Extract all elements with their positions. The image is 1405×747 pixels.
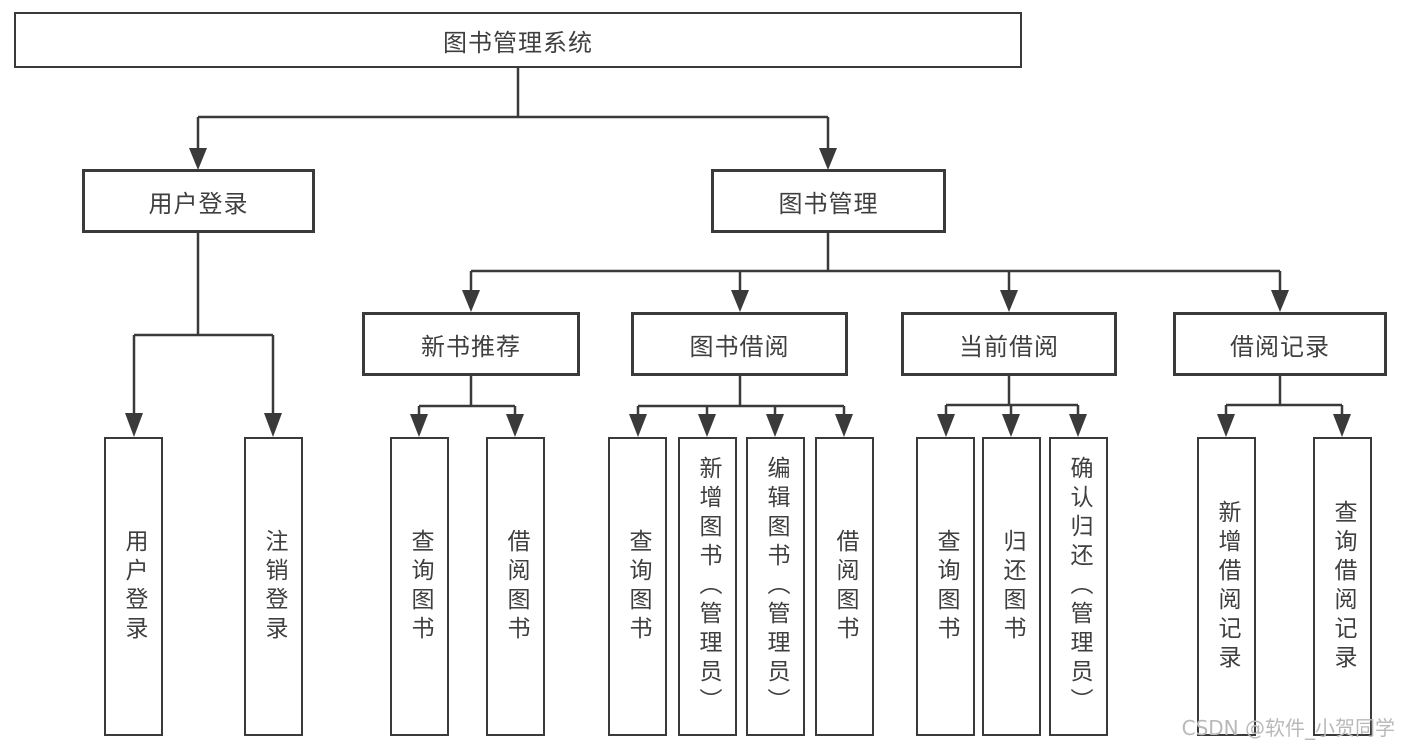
connector-book-mgmt-to-level3 [462, 233, 1289, 312]
connector-new-book-to-children [410, 376, 524, 437]
connector-current-borrow-to-children [937, 376, 1087, 437]
arrowhead [125, 413, 143, 437]
watermark: CSDN @软件_小贺同学 [1181, 716, 1395, 740]
arrowhead [731, 290, 749, 312]
node-book-borrow: 图书借阅 [631, 312, 848, 376]
leaf-edit-book-admin: 编辑图书（管理员） [746, 437, 805, 736]
connector-user-login-to-children [125, 233, 282, 437]
arrowhead [629, 414, 647, 437]
leaf-query-books-current: 查询图书 [916, 437, 975, 736]
leaf-label: 借阅图书 [503, 528, 529, 645]
leaf-add-book-admin: 新增图书（管理员） [678, 437, 737, 736]
leaf-logout: 注销登录 [244, 437, 303, 736]
arrowhead [766, 414, 784, 437]
arrowhead [264, 413, 282, 437]
node-root: 图书管理系统 [14, 12, 1022, 68]
node-new-book-recommend: 新书推荐 [362, 312, 580, 376]
leaf-label: 借阅图书 [832, 528, 858, 645]
node-user-login: 用户登录 [82, 169, 315, 233]
arrowhead [1217, 414, 1235, 437]
node-current-borrow: 当前借阅 [901, 312, 1117, 376]
arrowhead [1333, 414, 1351, 437]
leaf-query-books-borrow: 查询图书 [608, 437, 667, 736]
connector-root-to-level2 [189, 68, 837, 170]
arrowhead [506, 414, 524, 437]
leaf-label: 新增借阅记录 [1214, 499, 1240, 674]
leaf-confirm-return-admin: 确认归还（管理员） [1049, 437, 1108, 736]
arrowhead [698, 414, 716, 437]
leaf-add-borrow-record: 新增借阅记录 [1197, 437, 1256, 736]
leaf-label: 编辑图书（管理员） [763, 456, 789, 717]
arrowhead [189, 148, 207, 170]
arrowhead [1271, 290, 1289, 312]
arrowhead [835, 414, 853, 437]
leaf-label: 用户登录 [121, 528, 147, 645]
leaf-borrow-books-recommend: 借阅图书 [486, 437, 545, 736]
leaf-label: 查询图书 [625, 528, 651, 645]
leaf-label: 新增图书（管理员） [695, 456, 721, 717]
arrowhead [462, 290, 480, 312]
leaf-label: 查询图书 [933, 528, 959, 645]
connector-borrow-record-to-children [1217, 376, 1351, 437]
node-book-management: 图书管理 [711, 169, 946, 233]
arrowhead [937, 414, 955, 437]
arrowhead [819, 148, 837, 170]
leaf-query-books-recommend: 查询图书 [390, 437, 449, 736]
leaf-user-login: 用户登录 [104, 437, 163, 736]
leaf-borrow-books: 借阅图书 [815, 437, 874, 736]
leaf-label: 查询借阅记录 [1330, 499, 1356, 674]
leaf-return-book: 归还图书 [982, 437, 1041, 736]
leaf-label: 查询图书 [407, 528, 433, 645]
arrowhead [410, 414, 428, 437]
node-borrow-records: 借阅记录 [1173, 312, 1387, 376]
leaf-label: 注销登录 [261, 528, 287, 645]
leaf-label: 归还图书 [999, 528, 1025, 645]
connector-book-borrow-to-children [629, 376, 853, 437]
leaf-query-borrow-record: 查询借阅记录 [1313, 437, 1372, 736]
arrowhead [1002, 414, 1020, 437]
arrowhead [1000, 290, 1018, 312]
arrowhead [1069, 414, 1087, 437]
leaf-label: 确认归还（管理员） [1066, 456, 1092, 717]
